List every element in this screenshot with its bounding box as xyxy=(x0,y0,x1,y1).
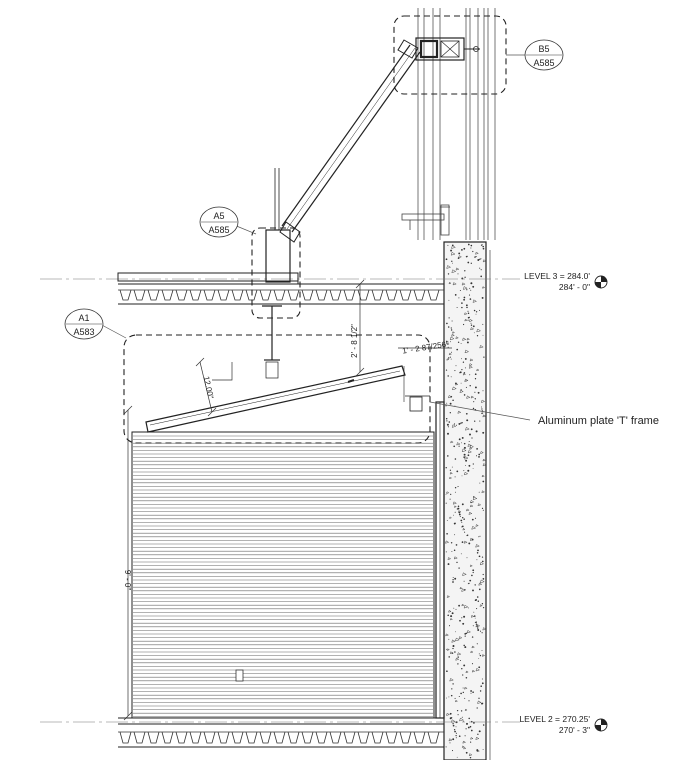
dim-offset: 12.00" xyxy=(202,375,216,399)
callout-aluminum-frame: Aluminum plate 'T' frame xyxy=(538,415,659,427)
level3-marker: LEVEL 3 = 284.0' 284' - 0" xyxy=(524,271,608,292)
overhead-door xyxy=(131,431,435,719)
dim-slope: 1' - 2 87/256" xyxy=(402,339,450,355)
curtain-wall-lines xyxy=(417,8,496,240)
detail-tag-a5[interactable]: A5 A585 xyxy=(199,206,239,238)
detail-tag-b5-sheet: A585 xyxy=(533,58,554,68)
detail-tag-a1[interactable]: A1 A583 xyxy=(64,308,104,340)
steel-beam xyxy=(262,305,282,379)
level2-marker: LEVEL 2 = 270.25' 270' - 3" xyxy=(519,714,608,735)
detail-tag-b5[interactable]: B5 A585 xyxy=(524,39,564,71)
door-guide xyxy=(435,401,445,719)
top-connection xyxy=(415,37,480,61)
level3-elevation-imperial: 284' - 0" xyxy=(559,282,590,292)
tag-leaders xyxy=(99,54,531,421)
level2-slab xyxy=(40,717,520,748)
parapet-stub xyxy=(265,168,291,283)
concrete-wall xyxy=(443,241,491,760)
dim-door-height: 9' - 0" xyxy=(123,570,132,591)
concrete-hatch xyxy=(445,243,487,759)
level3-datum-icon xyxy=(594,275,608,289)
level2-datum-icon xyxy=(594,718,608,732)
level3-elevation: LEVEL 3 = 284.0' xyxy=(524,271,590,281)
sloped-t-frame xyxy=(145,365,430,433)
level2-elevation: LEVEL 2 = 270.25' xyxy=(519,714,590,724)
metal-deck-level2 xyxy=(119,731,440,744)
detail-tag-b5-top: B5 xyxy=(538,44,549,54)
level3-slab xyxy=(40,272,520,305)
detail-boundaries xyxy=(123,15,507,444)
detail-tag-a5-top: A5 xyxy=(213,211,224,221)
dim-height-above: 2' - 8 1/2" xyxy=(350,324,359,358)
level2-elevation-imperial: 270' - 3" xyxy=(559,725,590,735)
wall-top-bracket xyxy=(401,204,450,236)
detail-tag-a5-sheet: A585 xyxy=(208,225,229,235)
dimension-lines xyxy=(123,279,452,721)
diagonal-brace xyxy=(279,39,421,243)
detail-tag-a1-top: A1 xyxy=(78,313,89,323)
metal-deck-level3 xyxy=(119,289,440,301)
detail-tag-a1-sheet: A583 xyxy=(73,327,94,337)
